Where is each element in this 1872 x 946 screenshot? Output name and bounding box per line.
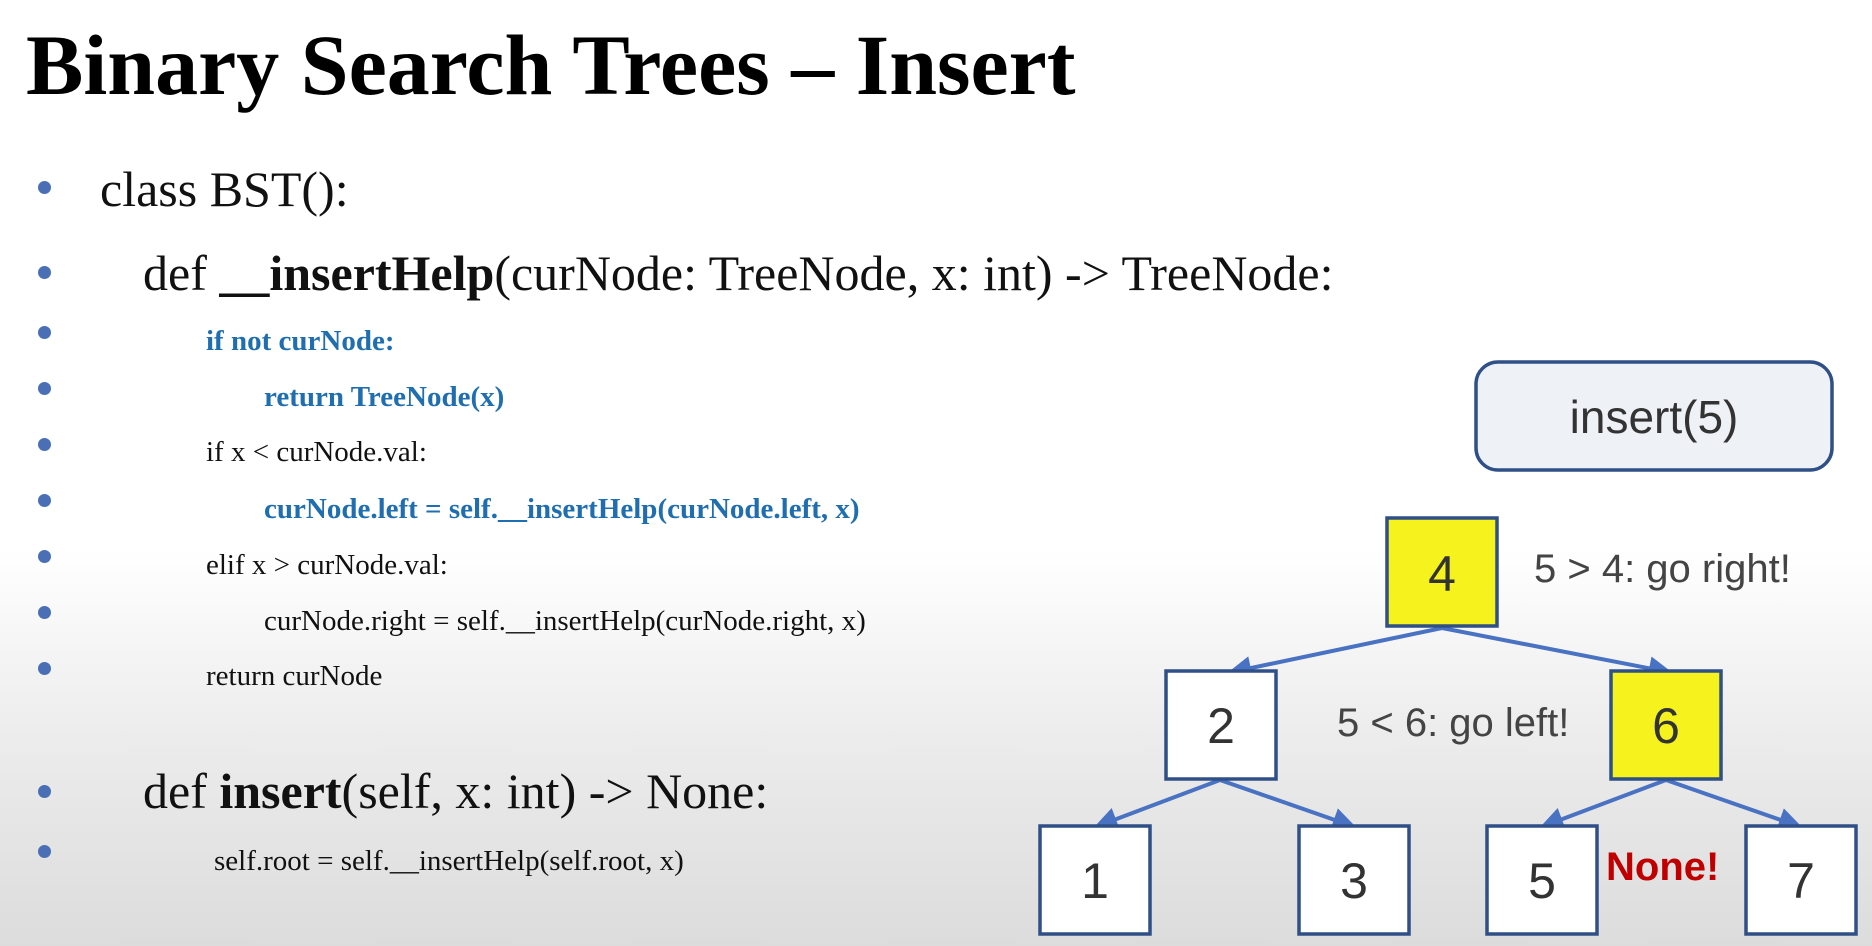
edge-2-1 <box>1093 778 1221 831</box>
code-text: (curNode: TreeNode, x: int) -> TreeNode: <box>494 245 1334 301</box>
code-line-def-inserthelp: def __insertHelp(curNode: TreeNode, x: i… <box>143 244 1334 302</box>
bullet-dot <box>38 438 51 451</box>
annotation-go-right: 5 > 4: go right! <box>1534 547 1791 591</box>
tree-node-4 <box>1385 516 1499 628</box>
function-name: __insertHelp <box>219 245 495 301</box>
tree-node-2 <box>1164 669 1278 781</box>
code-text: def <box>143 763 220 819</box>
edge-2-3 <box>1219 778 1357 832</box>
bullet-dot <box>38 550 51 563</box>
bullet-dot <box>38 845 51 858</box>
bullet-dot <box>38 785 51 798</box>
code-line-def-insert: def insert(self, x: int) -> None: <box>143 762 768 820</box>
node-label-7: 7 <box>1787 853 1815 909</box>
node-label-1: 1 <box>1081 853 1109 909</box>
code-line-if-not: if not curNode: <box>206 325 395 357</box>
annotation-none: None! <box>1606 845 1719 889</box>
code-text: def <box>143 245 220 301</box>
tree-node-5 <box>1485 824 1599 936</box>
node-label-2: 2 <box>1207 698 1235 754</box>
edge-4-6 <box>1441 626 1673 681</box>
insert-call-box <box>1474 360 1834 472</box>
edge-6-7 <box>1665 778 1803 832</box>
tree-node-6 <box>1609 669 1723 781</box>
bullet-dot <box>38 494 51 507</box>
bullet-dot <box>38 662 51 675</box>
bullet-dot <box>38 326 51 339</box>
insert-call-label: insert(5) <box>1570 391 1739 443</box>
edge-6-5 <box>1539 778 1667 831</box>
node-label-6: 6 <box>1652 698 1680 754</box>
node-label-3: 3 <box>1340 853 1368 909</box>
bullet-dot <box>38 606 51 619</box>
annotation-go-left: 5 < 6: go left! <box>1337 701 1569 745</box>
bullet-dot <box>38 181 51 194</box>
code-line-return-new: return TreeNode(x) <box>264 381 505 413</box>
page-title: Binary Search Trees – Insert <box>26 17 1076 113</box>
bullet-dot <box>38 266 51 279</box>
tree-node-7 <box>1744 824 1858 936</box>
code-line-elif: elif x > curNode.val: <box>206 549 448 581</box>
tree-node-3 <box>1297 824 1411 936</box>
code-line-return-cur: return curNode <box>206 660 383 692</box>
function-name: insert <box>219 763 342 819</box>
node-label-5: 5 <box>1528 853 1556 909</box>
code-line-if-less: if x < curNode.val: <box>206 436 427 468</box>
bullet-dot <box>38 382 51 395</box>
code-line-root-assign: self.root = self.__insertHelp(self.root,… <box>214 845 684 877</box>
code-line-class: class BST(): <box>100 160 349 218</box>
node-label-4: 4 <box>1428 546 1456 602</box>
code-text: class BST(): <box>100 161 349 217</box>
edge-4-2 <box>1227 626 1443 680</box>
tree-node-1 <box>1038 824 1152 936</box>
code-text: (self, x: int) -> None: <box>341 763 769 819</box>
code-line-right-assign: curNode.right = self.__insertHelp(curNod… <box>264 605 866 637</box>
code-line-left-assign: curNode.left = self.__insertHelp(curNode… <box>264 493 860 525</box>
